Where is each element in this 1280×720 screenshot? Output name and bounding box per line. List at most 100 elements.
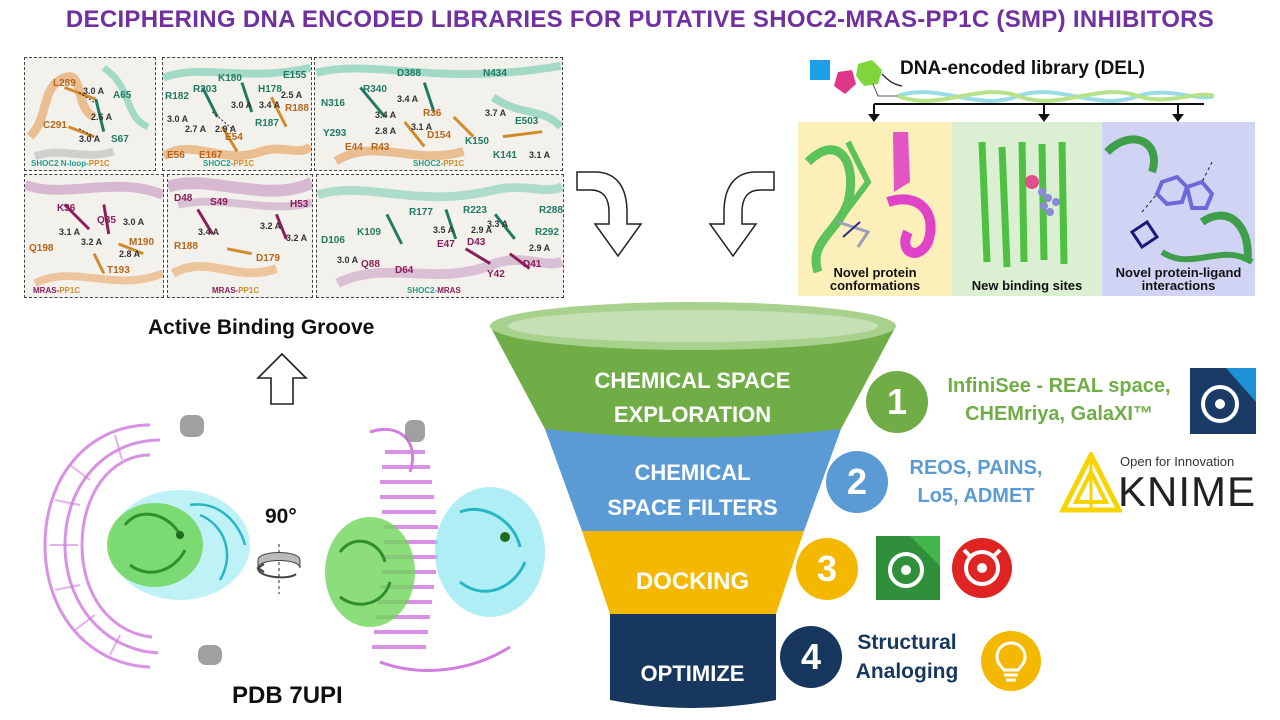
interaction-panel-6: R177 R223 R288 R292 D106 K109 E47 D43 D6… <box>316 174 564 298</box>
distance-label: 3.0 A <box>83 86 105 96</box>
funnel-stage-label: SPACE FILTERS <box>607 495 778 520</box>
residue-label: K150 <box>465 136 489 147</box>
funnel-stage-optimize: OPTIMIZE <box>640 661 745 686</box>
step-badge-2: 2 <box>826 451 888 513</box>
rotation-angle-label: 90° <box>265 505 297 528</box>
residue-label: R223 <box>463 205 487 216</box>
ribbon-structure <box>317 182 563 288</box>
residue-label: K36 <box>57 203 76 214</box>
ribbon-structure <box>163 63 311 161</box>
distance-label: 2.8 A <box>119 249 141 259</box>
residue-label: E155 <box>283 70 307 81</box>
distance-label: 2.9 A <box>215 124 237 134</box>
up-arrow-icon <box>256 352 308 405</box>
distance-label: 3.1 A <box>529 150 551 160</box>
residue-label: N316 <box>321 98 345 109</box>
distance-label: 2.6 A <box>91 112 113 122</box>
step-badge-1: 1 <box>866 371 928 433</box>
funnel-stage-label: CHEMICAL SPACE <box>594 368 791 393</box>
del-caption: Novel protein-ligand interactions <box>1115 264 1242 294</box>
protein-ribbon-image <box>978 141 1068 268</box>
residue-label: E56 <box>167 150 185 161</box>
distance-label: 3.0 A <box>337 255 359 265</box>
panel-caption: MRAS-PP1C <box>33 286 81 295</box>
interaction-panel-5: D48 S49 H53 R188 D179 3.4 A 3.2 A 3.2 A … <box>167 174 313 298</box>
residue-label: R340 <box>363 84 387 95</box>
residue-label: S49 <box>210 197 228 208</box>
residue-label: K141 <box>493 150 517 161</box>
residue-label: D388 <box>397 68 421 79</box>
residue-label: H53 <box>290 199 309 210</box>
step-2-text: REOS, PAINS,Lo5, ADMET <box>909 457 1043 507</box>
protein-structure-front <box>43 415 250 669</box>
residue-label: Q35 <box>97 215 116 226</box>
residue-label: R187 <box>255 118 279 129</box>
residue-label: D64 <box>395 265 414 276</box>
del-caption: Novel protein conformations <box>829 264 921 294</box>
distance-label: 2.8 A <box>375 126 397 136</box>
residue-label: D154 <box>427 130 451 141</box>
ribbon-structure <box>25 180 163 287</box>
protein-ribbon-image <box>804 132 936 274</box>
residue-label: D43 <box>467 237 486 248</box>
residue-label: Q88 <box>361 259 380 270</box>
distance-label: 2.5 A <box>281 90 303 100</box>
residue-label: E47 <box>437 239 455 250</box>
residue-label: R188 <box>174 241 198 252</box>
distance-label: 3.5 A <box>433 225 455 235</box>
funnel-stage-docking: DOCKING <box>635 568 750 595</box>
residue-label: K109 <box>357 227 381 238</box>
step-1-text: InfiniSee - REAL space,CHEMriya, GalaXI™ <box>947 375 1171 425</box>
distance-label: 2.9 A <box>471 225 493 235</box>
residue-label: L289 <box>53 78 76 89</box>
curved-arrow-down-icon <box>576 171 643 258</box>
residue-label: D106 <box>321 235 345 246</box>
residue-label: E54 <box>225 132 243 143</box>
distance-label: 2.9 A <box>529 243 551 253</box>
panel-caption: SHOC2 N-loop-PP1C <box>31 159 110 168</box>
interaction-panel-2: K180 E155 R182 R203 H178 R188 R187 E54 E… <box>162 57 312 171</box>
step-badge-4: 4 <box>780 626 842 688</box>
distance-label: 3.4 A <box>375 110 397 120</box>
residue-label: R36 <box>423 108 442 119</box>
del-caption: New binding sites <box>971 278 1083 294</box>
residue-label: S67 <box>111 134 129 145</box>
protein-ribbon-image <box>1104 135 1254 265</box>
panel-caption: SHOC2-PP1C <box>413 159 465 168</box>
panel-caption: SHOC2-MRAS <box>407 286 461 295</box>
distance-label: 3.0 A <box>79 134 101 144</box>
ribbon-structure <box>168 177 312 278</box>
residue-label: N434 <box>483 68 507 79</box>
distance-label: 3.2 A <box>286 233 308 243</box>
residue-label: C291 <box>43 120 67 131</box>
active-binding-groove-label: Active Binding Groove <box>148 316 375 339</box>
residue-label: R292 <box>535 227 559 238</box>
residue-label: D48 <box>174 193 193 204</box>
residue-label: R188 <box>285 103 309 114</box>
curved-arrow-down-icon <box>708 171 775 258</box>
docking-software-icon <box>952 538 1012 598</box>
distance-label: 3.0 A <box>123 217 145 227</box>
step-badge-3: 3 <box>796 538 858 600</box>
ribbon-structure <box>26 64 150 161</box>
residue-label: T193 <box>107 265 130 276</box>
rotation-arrow-icon <box>256 544 301 594</box>
knime-wordmark: KNIME <box>1118 468 1257 515</box>
panel-caption: MRAS-PP1C <box>212 286 260 295</box>
distance-label: 3.4 A <box>259 100 281 110</box>
interaction-panel-4: K36 Q35 M190 Q198 T193 3.0 A 3.1 A 3.2 A… <box>24 174 164 298</box>
seesar-target-icon <box>1190 368 1256 434</box>
funnel-stage-label: EXPLORATION <box>613 402 772 427</box>
protein-structure-side <box>325 420 545 672</box>
seesar-docking-icon <box>876 536 940 600</box>
residue-label: K180 <box>218 73 242 84</box>
distance-label: 3.4 A <box>397 94 419 104</box>
distance-label: 3.2 A <box>260 221 282 231</box>
del-panel-conformations: Novel protein conformations <box>798 122 952 296</box>
distance-label: 3.1 A <box>59 227 81 237</box>
residue-label: R43 <box>371 142 390 153</box>
distance-label: 3.4 A <box>198 227 220 237</box>
knime-tagline: Open for Innovation <box>1120 454 1235 469</box>
residue-label: Q198 <box>29 243 54 254</box>
